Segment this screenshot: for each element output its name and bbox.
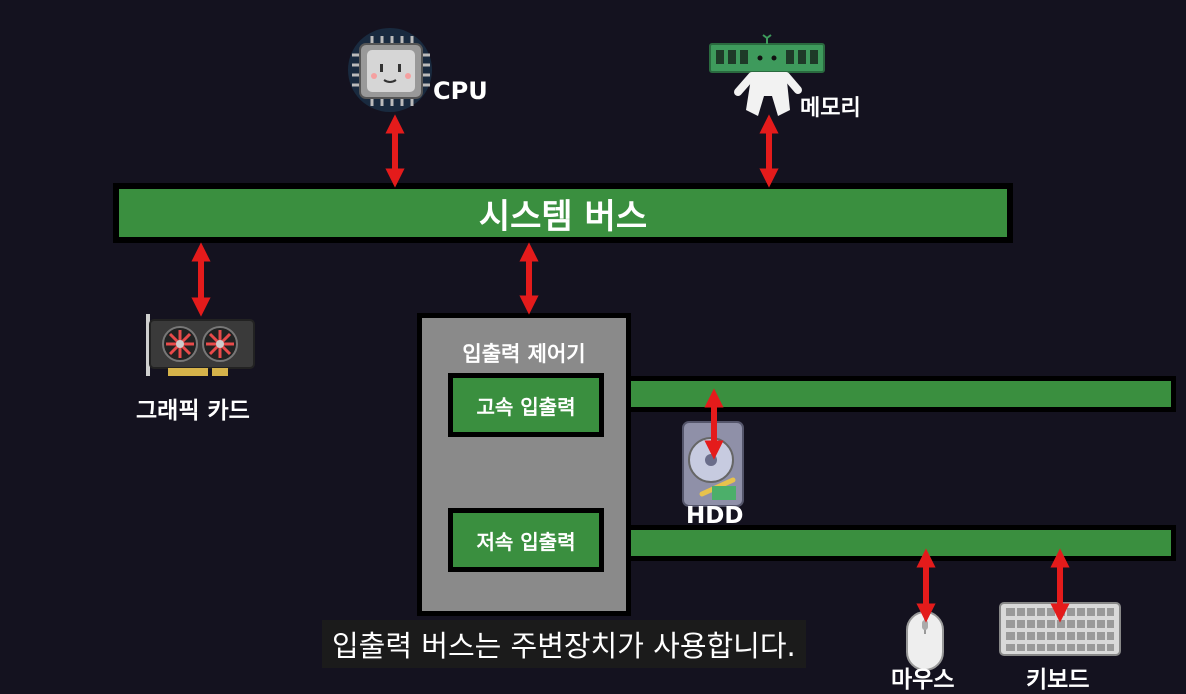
high-speed-io-bus (626, 376, 1176, 412)
high-speed-io-label: 고속 입출력 (476, 394, 576, 419)
graphics-card-label: 그래픽 카드 (136, 398, 250, 424)
keyboard-label: 키보드 (1026, 667, 1090, 693)
memory-stick-character-icon (709, 34, 825, 116)
low-speed-io-box: 저속 입출력 (448, 508, 604, 572)
cpu-chip-icon (348, 28, 432, 112)
low-speed-io-bus (626, 525, 1176, 561)
subtitle-caption: 입출력 버스는 주변장치가 사용합니다. (322, 620, 806, 668)
hdd-icon (682, 421, 744, 507)
keyboard-icon (999, 602, 1121, 656)
mouse-label: 마우스 (891, 667, 955, 693)
system-bus-label: 시스템 버스 (478, 196, 648, 237)
memory-label: 메모리 (800, 96, 861, 121)
subtitle-text: 입출력 버스는 주변장치가 사용합니다. (332, 629, 796, 663)
low-speed-io-label: 저속 입출력 (476, 529, 576, 554)
hdd-label: HDD (686, 503, 744, 529)
high-speed-io-box: 고속 입출력 (448, 373, 604, 437)
io-controller-label: 입출력 제어기 (462, 342, 586, 366)
graphics-card-icon (146, 314, 255, 376)
system-bus: 시스템 버스 (113, 183, 1013, 243)
cpu-label: CPU (433, 77, 488, 105)
